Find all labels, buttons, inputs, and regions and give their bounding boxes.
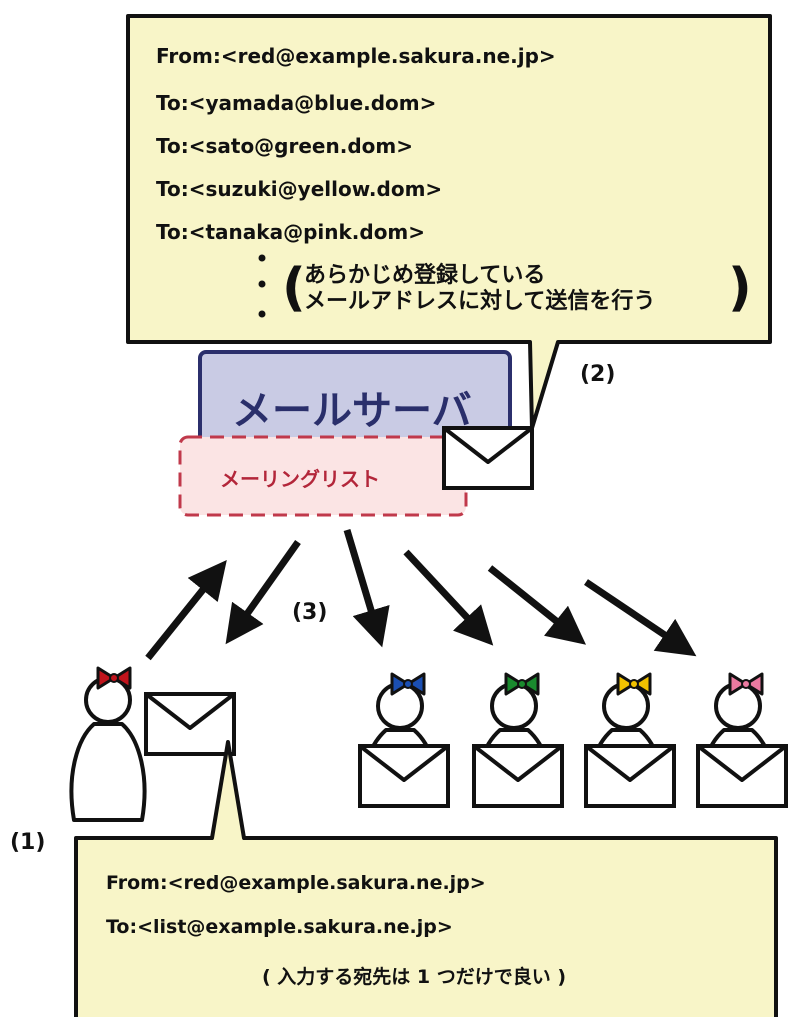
arrow-to-yellow <box>487 565 587 645</box>
green-bow-icon <box>504 672 540 696</box>
close-paren-glyph: ) <box>728 258 752 318</box>
top-to-address: To:<yamada@blue.dom> <box>156 91 437 115</box>
envelope-icon <box>472 744 564 808</box>
bottom-speech-bubble <box>74 740 778 1017</box>
step-1-label: (1) <box>10 830 46 855</box>
pink-bow-icon <box>728 672 764 696</box>
arrow-up-to-server <box>145 560 227 661</box>
bottom-note: ( 入力する宛先は 1 つだけで良い ) <box>262 966 567 988</box>
server-envelope-icon <box>442 426 534 490</box>
top-to-address: To:<suzuki@yellow.dom> <box>156 177 443 201</box>
top-from-address: From:<red@example.sakura.ne.jp> <box>156 44 556 68</box>
arrow-back-to-sender <box>225 539 301 645</box>
step-2-label: (2) <box>580 362 616 387</box>
recipient-blue <box>358 672 450 808</box>
top-to-address: To:<sato@green.dom> <box>156 134 413 158</box>
arrows <box>145 528 697 661</box>
ellipsis-dots <box>258 254 266 318</box>
top-note-line-2: メールアドレスに対して送信を行う <box>304 289 656 314</box>
recipient-green <box>472 672 564 808</box>
sender-person-icon <box>69 666 147 822</box>
sender-envelope-icon <box>144 692 236 756</box>
recipient-pink <box>696 672 788 808</box>
red-bow-icon <box>96 666 132 690</box>
bottom-to-address: To:<list@example.sakura.ne.jp> <box>106 916 453 938</box>
top-note-line-1: あらかじめ登録している <box>304 263 546 288</box>
envelope-icon <box>358 744 450 808</box>
envelope-icon <box>584 744 676 808</box>
bottom-from-address: From:<red@example.sakura.ne.jp> <box>106 872 486 894</box>
top-to-address: To:<tanaka@pink.dom> <box>156 220 426 244</box>
blue-bow-icon <box>390 672 426 696</box>
arrow-to-green <box>403 549 494 646</box>
arrow-to-pink <box>584 579 697 657</box>
step-3-label: (3) <box>292 600 328 625</box>
open-paren-glyph: ( <box>282 258 306 318</box>
mail-server-label: メールサーバ <box>232 388 472 434</box>
arrow-to-blue <box>343 528 390 648</box>
envelope-icon <box>696 744 788 808</box>
recipient-yellow <box>584 672 676 808</box>
mailing-list-label: メーリングリスト <box>220 467 380 491</box>
top-speech-bubble <box>126 14 772 430</box>
yellow-bow-icon <box>616 672 652 696</box>
